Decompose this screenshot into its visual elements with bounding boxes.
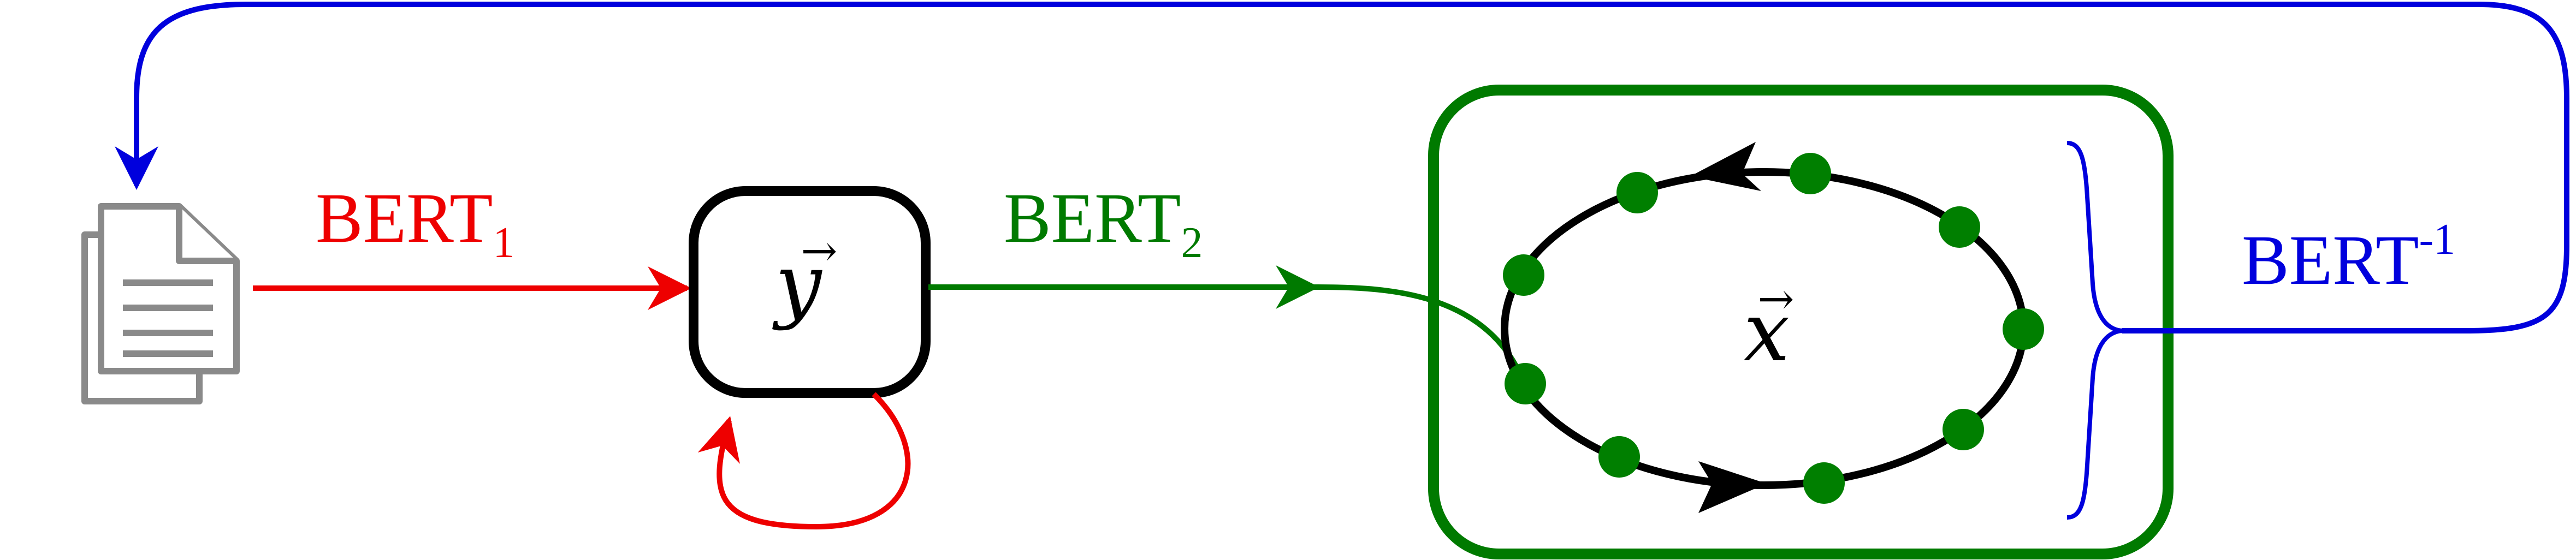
y-vector-arrow: → bbox=[801, 225, 837, 276]
documents-icon bbox=[81, 203, 240, 404]
bert1-self-loop bbox=[697, 392, 911, 530]
cycle-point bbox=[1616, 172, 1658, 213]
x-vector-label: x bbox=[1744, 285, 1790, 380]
cycle-point bbox=[1943, 409, 1984, 450]
bert-inverse-return-arrow bbox=[115, 2, 2569, 333]
bert2-label: BERT2 bbox=[1004, 179, 1203, 267]
cycle-point bbox=[1598, 436, 1640, 478]
cycle-arrow-top bbox=[1690, 142, 1761, 191]
cycle-point bbox=[1503, 254, 1544, 296]
cycle-point bbox=[1505, 363, 1546, 404]
bert-inverse-label: BERT-1 bbox=[2242, 216, 2455, 300]
cycle-point bbox=[1803, 462, 1845, 504]
y-vector-label: y bbox=[772, 237, 823, 332]
cycle-point bbox=[1790, 153, 1831, 194]
x-vector-container bbox=[1428, 85, 2174, 559]
bert1-label: BERT1 bbox=[316, 179, 514, 267]
bert2-connector bbox=[1310, 284, 1526, 383]
cycle-points bbox=[1503, 153, 2044, 504]
right-brace bbox=[2066, 141, 2122, 520]
cycle-point bbox=[2003, 308, 2044, 350]
cycle-direction-arrows bbox=[1690, 142, 1767, 513]
y-vector-node bbox=[689, 186, 931, 398]
x-vector-arrow: → bbox=[1757, 273, 1794, 324]
cycle-arrow-bottom bbox=[1698, 461, 1767, 513]
cycle-point bbox=[1939, 206, 1980, 248]
